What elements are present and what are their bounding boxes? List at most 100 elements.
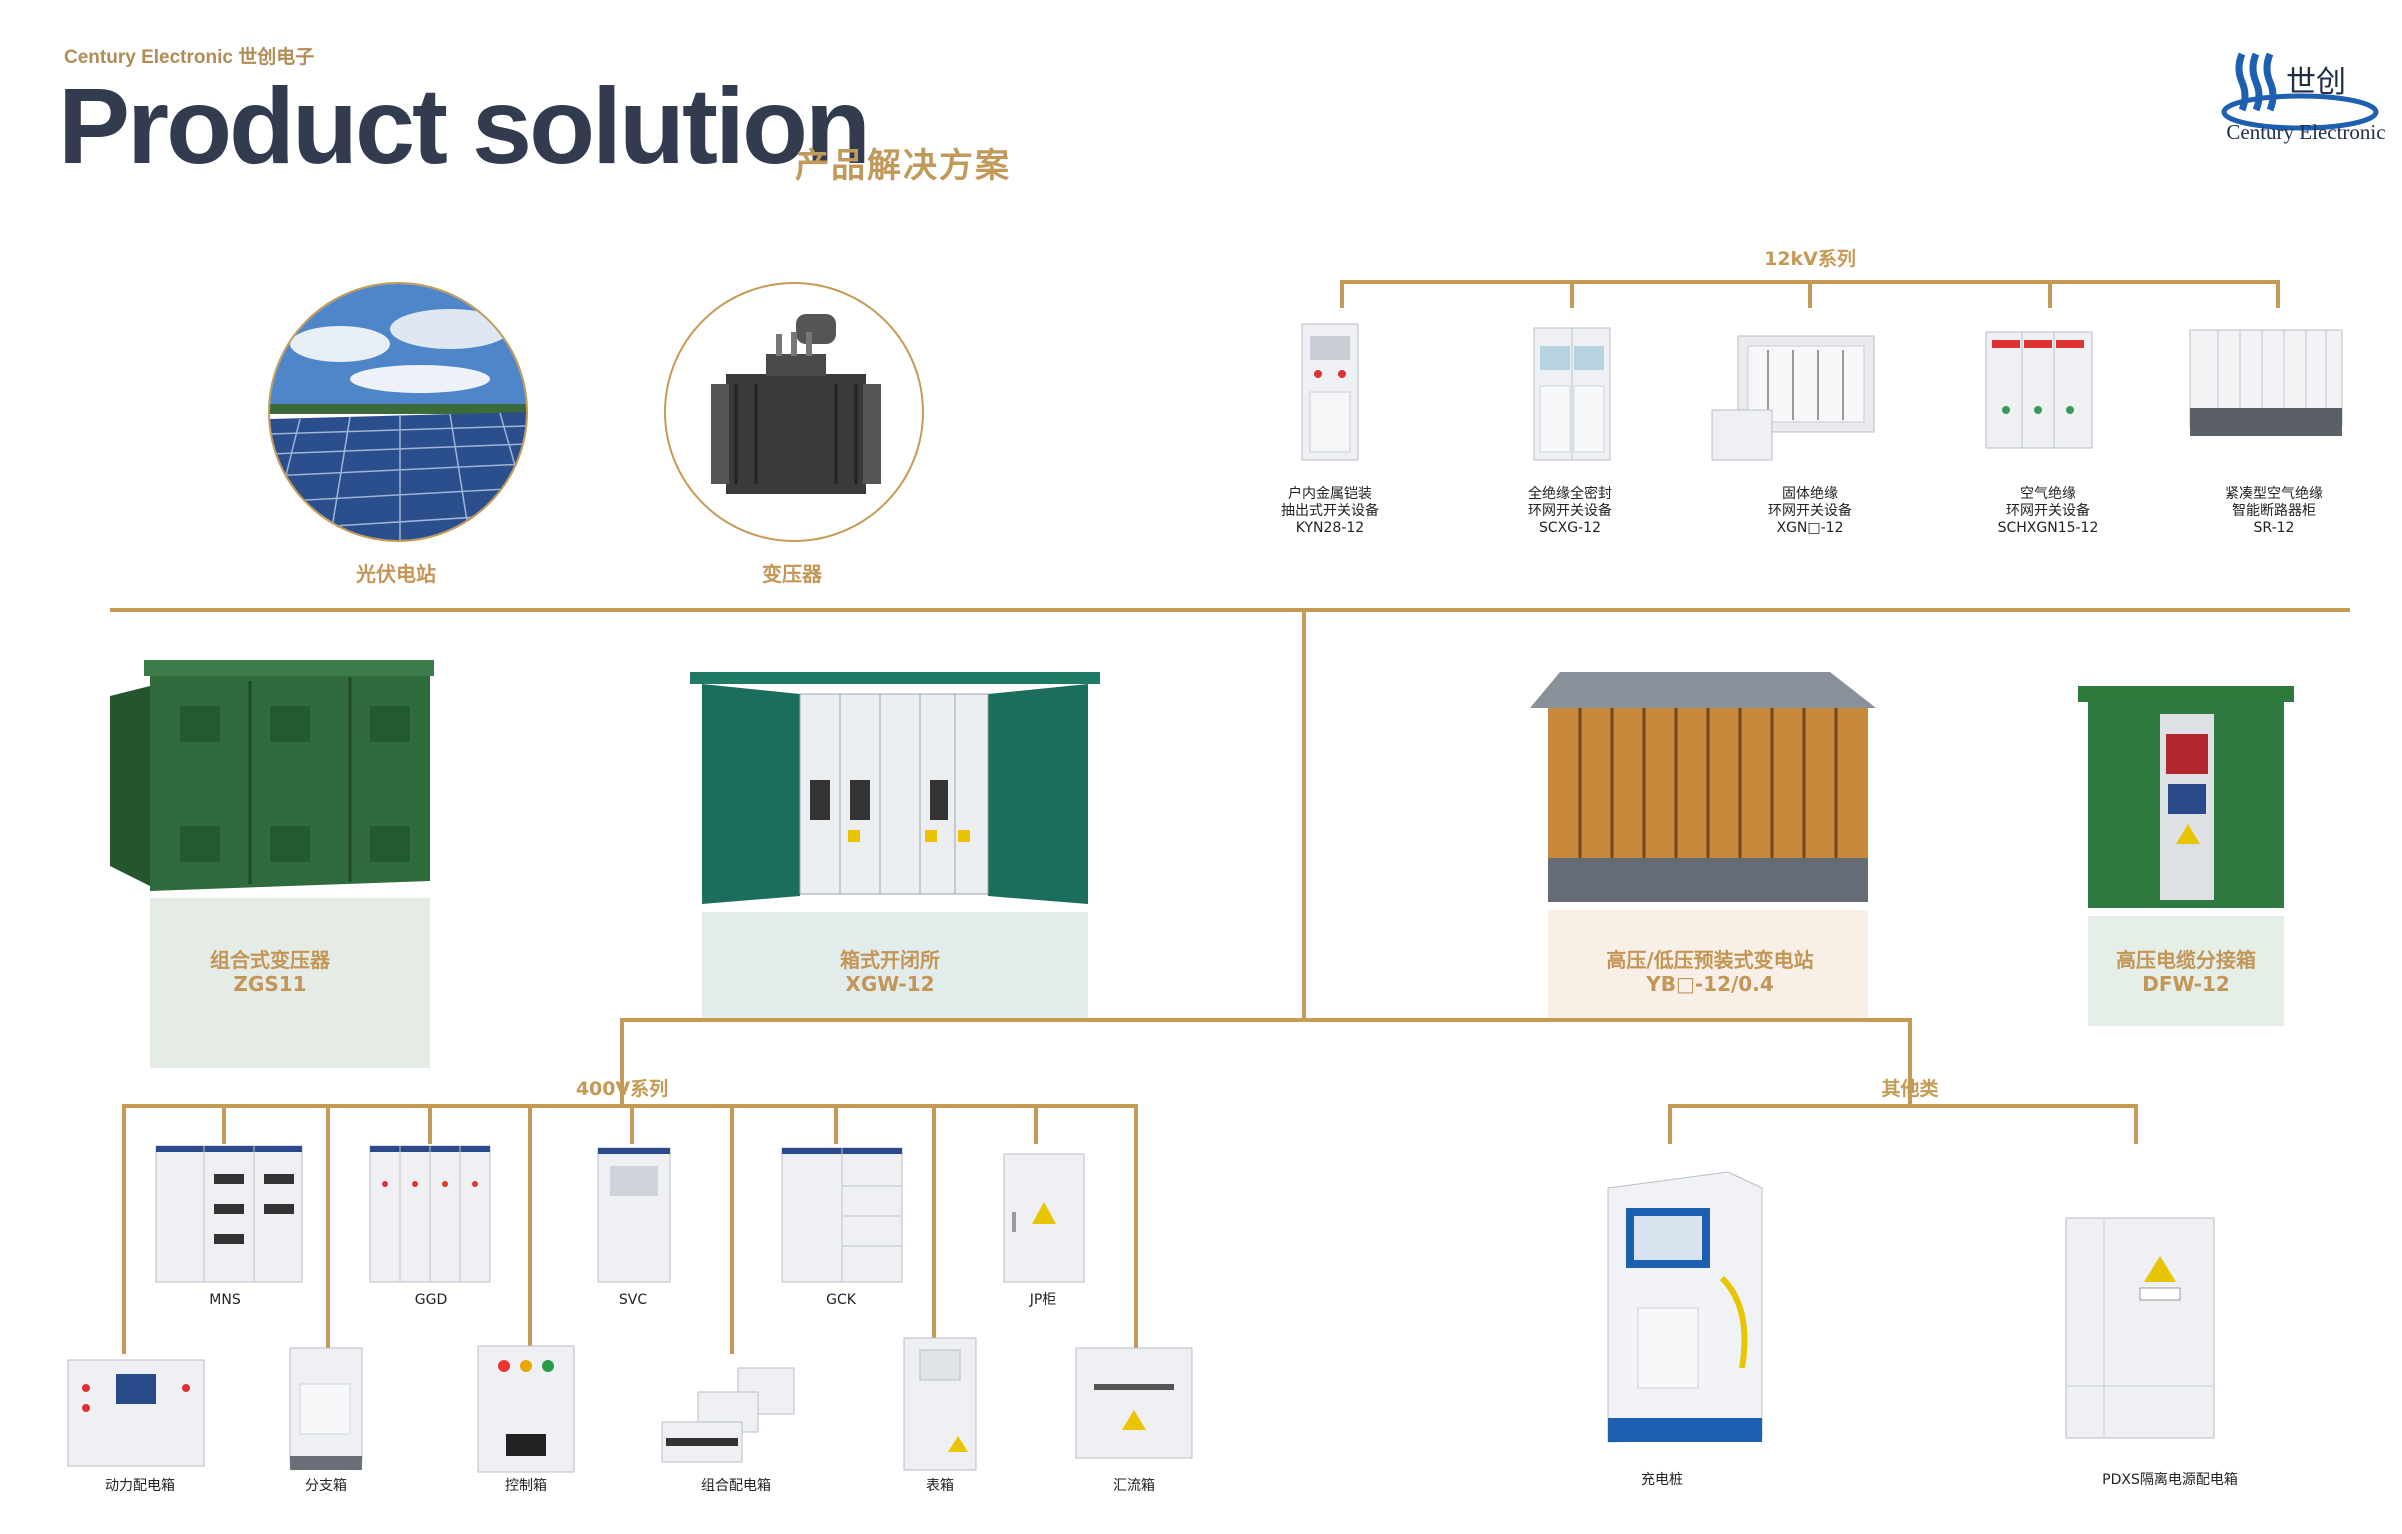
series-12kv-drop-3 bbox=[1808, 280, 1812, 308]
page-subtitle: 产品解决方案 bbox=[795, 146, 1011, 186]
drop-400v-ggd bbox=[428, 1104, 432, 1144]
main-divider-line bbox=[110, 608, 2350, 612]
charging-pile-image bbox=[1607, 1171, 1763, 1443]
kyn28-cabinet-image bbox=[1301, 323, 1359, 461]
ggd-label: GGD bbox=[414, 1292, 448, 1308]
xgw12-model: XGW-12 bbox=[845, 972, 935, 996]
transformer-image bbox=[664, 282, 924, 542]
kyn28-caption-line2: 抽出式开关设备 bbox=[1281, 503, 1379, 519]
dfw12-model: DFW-12 bbox=[2142, 972, 2230, 996]
charging-pile-label: 充电桩 bbox=[1641, 1472, 1683, 1488]
solar-station-label: 光伏电站 bbox=[356, 562, 436, 586]
xgn-caption-line3: XGN□-12 bbox=[1776, 520, 1844, 536]
lower-branch-line bbox=[620, 1018, 1912, 1022]
ggd-cabinet-image bbox=[369, 1145, 491, 1283]
drop-400v-mns bbox=[222, 1104, 226, 1144]
schxgn15-caption: 空气绝缘 环网开关设备 SCHXGN15-12 bbox=[1968, 486, 2128, 537]
kyn28-caption-line1: 户内金属铠装 bbox=[1288, 486, 1372, 502]
solar-station-image bbox=[268, 282, 528, 542]
meter-box-image bbox=[903, 1337, 977, 1471]
drop-others-1 bbox=[1668, 1104, 1672, 1144]
jp-label: JP柜 bbox=[1029, 1292, 1057, 1308]
yb-substation-name: 高压/低压预装式变电站 bbox=[1606, 948, 1814, 972]
scxg-caption-line3: SCXG-12 bbox=[1539, 520, 1601, 536]
series-others-line bbox=[1668, 1104, 2138, 1108]
branch-others-drop bbox=[1908, 1018, 1912, 1108]
dfw12-caption: 高压电缆分接箱 DFW-12 bbox=[2086, 948, 2286, 996]
power-distribution-box-image bbox=[67, 1359, 205, 1467]
kyn28-caption-line3: KYN28-12 bbox=[1295, 520, 1365, 536]
dfw12-image bbox=[2078, 686, 2294, 908]
combiner-box-label: 汇流箱 bbox=[1113, 1478, 1155, 1494]
gck-cabinet-image bbox=[781, 1147, 903, 1283]
zgs11-image bbox=[110, 660, 434, 891]
drop-400v-5 bbox=[932, 1104, 936, 1354]
sr12-caption-line2: 智能断路器柜 bbox=[2232, 503, 2316, 519]
company-logo: 世创 bbox=[2221, 52, 2379, 131]
schxgn15-cabinet-image bbox=[1985, 331, 2093, 449]
series-12kv-drop-1 bbox=[1340, 280, 1344, 308]
combined-distribution-box-label: 组合配电箱 bbox=[701, 1478, 771, 1494]
zgs11-name: 组合式变压器 bbox=[210, 948, 330, 972]
combiner-box-image bbox=[1075, 1347, 1193, 1459]
drop-400v-2 bbox=[326, 1104, 330, 1354]
drop-400v-6 bbox=[1134, 1104, 1138, 1354]
jp-cabinet-image bbox=[1003, 1153, 1085, 1283]
drop-others-2 bbox=[2134, 1104, 2138, 1144]
xgn-caption-line2: 环网开关设备 bbox=[1768, 503, 1852, 519]
main-trunk-line bbox=[1302, 608, 1306, 1020]
drop-400v-gck bbox=[834, 1104, 838, 1144]
dfw12-reflection bbox=[2088, 916, 2284, 1026]
branch-box-image bbox=[289, 1347, 363, 1470]
kyn28-caption: 户内金属铠装 抽出式开关设备 KYN28-12 bbox=[1250, 486, 1410, 537]
pdxs-box-image bbox=[2065, 1217, 2215, 1439]
scxg-caption-line1: 全绝缘全密封 bbox=[1528, 486, 1612, 502]
xgn-caption: 固体绝缘 环网开关设备 XGN□-12 bbox=[1730, 486, 1890, 537]
control-box-label: 控制箱 bbox=[505, 1478, 547, 1494]
schxgn15-caption-line2: 环网开关设备 bbox=[2006, 503, 2090, 519]
mns-label: MNS bbox=[209, 1292, 241, 1308]
sr12-cabinet-image bbox=[2189, 329, 2343, 436]
logo-english-text: Century Electronic bbox=[2226, 120, 2386, 144]
scxg-caption: 全绝缘全密封 环网开关设备 SCXG-12 bbox=[1490, 486, 1650, 537]
yb-substation-reflection bbox=[1548, 910, 1868, 1020]
series-12kv-drop-4 bbox=[2048, 280, 2052, 308]
scxg-caption-line2: 环网开关设备 bbox=[1528, 503, 1612, 519]
power-distribution-box-label: 动力配电箱 bbox=[105, 1478, 175, 1494]
sr12-caption-line1: 紧凑型空气绝缘 bbox=[2225, 486, 2323, 502]
pdxs-box-label: PDXS隔离电源配电箱 bbox=[2102, 1472, 2238, 1488]
sr12-caption-line3: SR-12 bbox=[2253, 520, 2295, 536]
schxgn15-caption-line1: 空气绝缘 bbox=[2020, 486, 2076, 502]
logo-chinese-text: 世创 bbox=[2286, 65, 2346, 100]
series-12kv-drop-2 bbox=[1570, 280, 1574, 308]
xgw12-image bbox=[690, 672, 1100, 904]
xgw12-reflection bbox=[702, 912, 1088, 1022]
yb-substation-image bbox=[1530, 672, 1876, 902]
xgn-cabinet-image bbox=[1711, 335, 1875, 461]
transformer-label: 变压器 bbox=[762, 562, 822, 586]
gck-label: GCK bbox=[826, 1292, 856, 1308]
yb-substation-model: YB□-12/0.4 bbox=[1646, 972, 1774, 996]
series-12kv-drop-5 bbox=[2276, 280, 2280, 308]
combined-distribution-box-image bbox=[661, 1367, 795, 1463]
xgn-caption-line1: 固体绝缘 bbox=[1782, 486, 1838, 502]
series-12kv-title: 12kV系列 bbox=[1764, 248, 1856, 270]
xgw12-caption: 箱式开闭所 XGW-12 bbox=[790, 948, 990, 996]
control-box-image bbox=[477, 1345, 575, 1473]
page-title: Product solution bbox=[58, 65, 871, 186]
mns-cabinet-image bbox=[155, 1145, 303, 1283]
yb-substation-caption: 高压/低压预装式变电站 YB□-12/0.4 bbox=[1560, 948, 1860, 996]
meter-box-label: 表箱 bbox=[926, 1478, 954, 1494]
drop-400v-1 bbox=[122, 1104, 126, 1354]
schxgn15-caption-line3: SCHXGN15-12 bbox=[1997, 520, 2099, 536]
branch-400v-drop bbox=[620, 1018, 624, 1108]
drop-400v-jp bbox=[1034, 1104, 1038, 1144]
branch-box-label: 分支箱 bbox=[305, 1478, 347, 1494]
series-400v-title: 400V系列 bbox=[575, 1078, 669, 1100]
brand-name: Century Electronic 世创电子 bbox=[64, 47, 315, 68]
dfw12-name: 高压电缆分接箱 bbox=[2116, 948, 2256, 972]
series-others-title: 其他类 bbox=[1881, 1078, 1939, 1100]
zgs11-caption: 组合式变压器 ZGS11 bbox=[170, 948, 370, 996]
zgs11-model: ZGS11 bbox=[233, 972, 307, 996]
svc-label: SVC bbox=[618, 1292, 648, 1308]
